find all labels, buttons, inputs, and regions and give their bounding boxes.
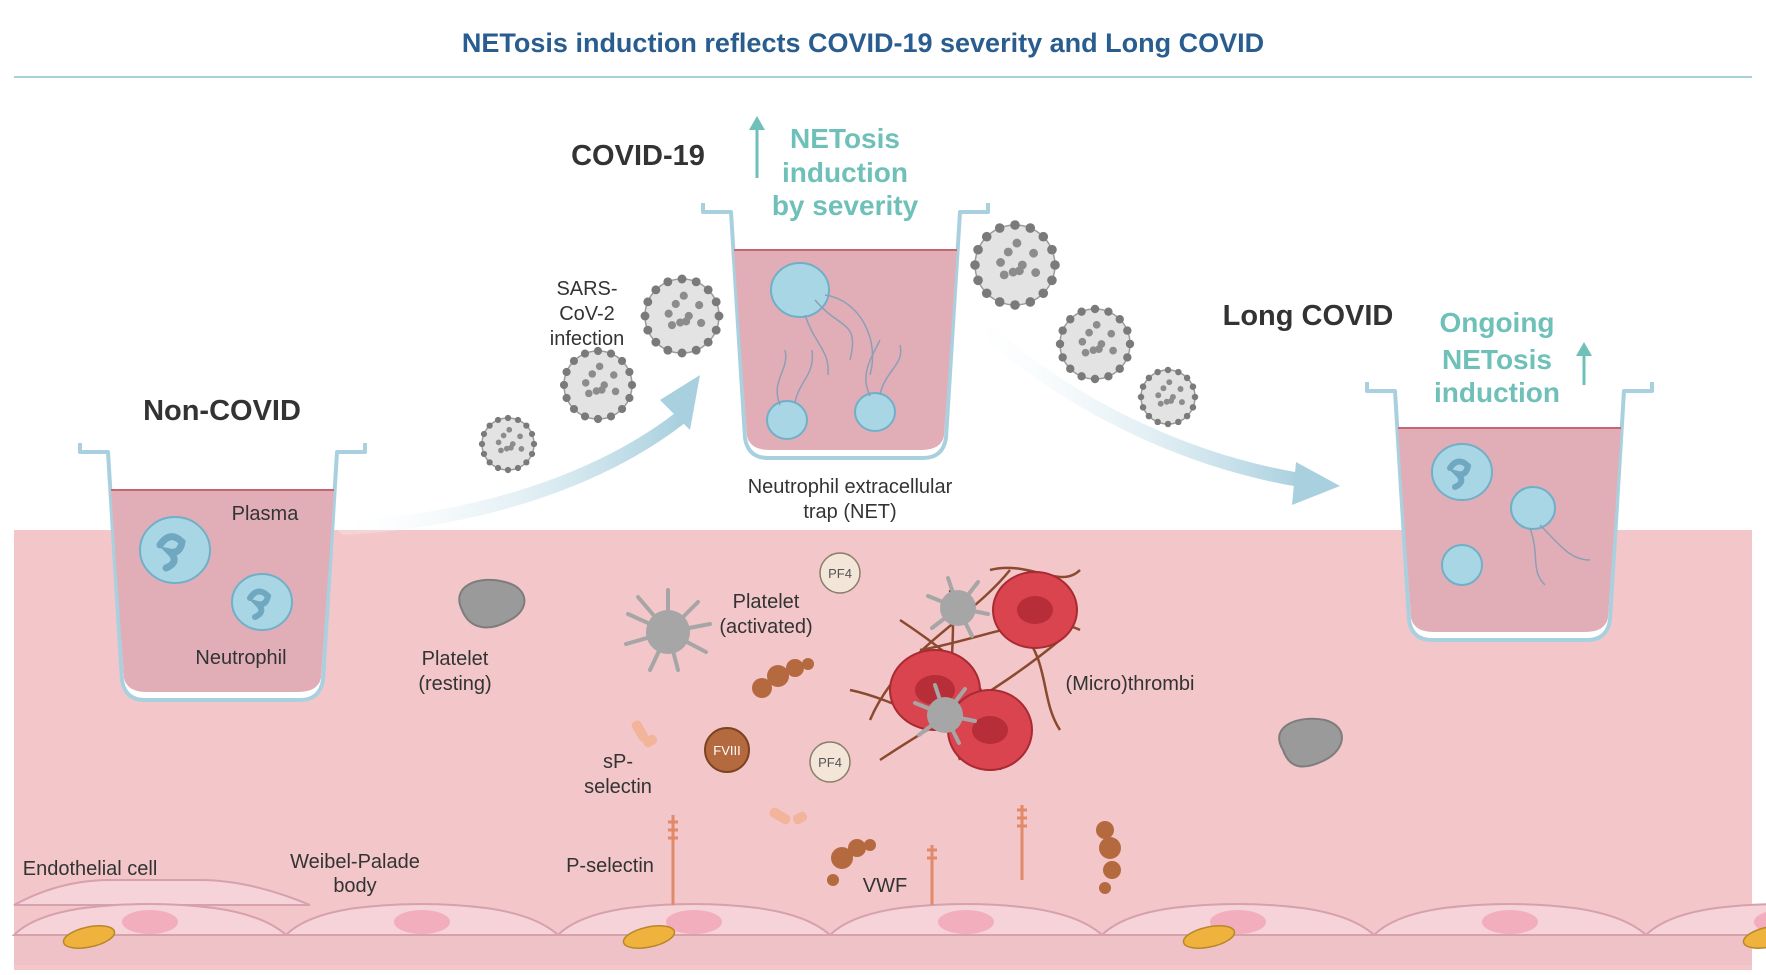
sp-selectin-line-1: sP- [603,751,633,773]
endothelium [13,878,1752,965]
arrow-to-long-covid [968,313,1307,487]
virus-particle [559,346,637,424]
long-covid-tube [1365,382,1654,642]
virus-particle [970,220,1060,310]
weibel-palade-line-2: body [333,875,376,897]
endothelial-cell [1099,903,1377,949]
neutrophil-net [766,400,808,440]
long-covid-netosis-line-1: Ongoing [1439,307,1554,338]
infection-label-line-3: infection [550,328,625,350]
pf4-molecule [809,741,851,783]
sars-cov-2-particles [478,220,1199,474]
neutrophil-cell [1441,544,1483,586]
covid-tube [701,203,990,460]
infection-label-line-1: SARS- [556,278,617,300]
weibel-palade-body [62,925,116,949]
covid-netosis-line-1: NETosis [790,123,900,154]
infection-label-line-2: CoV-2 [559,303,615,325]
sp-selectin-molecule [769,807,808,825]
sp-selectin-molecule [631,720,658,748]
covid-up-arrow [749,116,765,178]
figure-title: NETosis induction reflects COVID-19 seve… [462,28,1264,58]
neutrophil-label: Neutrophil [195,647,286,669]
plasma-label: Plasma [232,503,300,525]
non-covid-tube [78,443,367,702]
non-covid-label: Non-COVID [143,395,301,427]
endothelial-cell [1643,903,1766,949]
weibel-palade-body [622,925,676,949]
endothelial-cells [11,903,1766,949]
arrow-to-covid-head [660,375,700,430]
neutrophil-net [854,392,896,432]
net-label-line-2: trap (NET) [803,501,896,523]
neutrophil-net [1510,486,1556,530]
virus-particle [478,414,538,474]
microthrombus [849,566,1081,771]
vwf-anchored [827,821,1121,894]
weibel-palade-body [1182,925,1236,949]
arrow-to-covid [338,411,687,535]
weibel-palade-line-1: Weibel-Palade [290,851,420,873]
platelet-activated-line-1: Platelet [733,591,800,613]
pf4-label: PF4 [828,566,852,581]
platelet-resting-line-1: Platelet [422,648,489,670]
platelet-activated [624,588,712,672]
fviii-molecule [704,727,750,773]
sp-selectin-line-2: selectin [584,776,652,798]
long-covid-up-arrow [1576,342,1592,385]
virus-particle [1055,304,1135,384]
endothelial-cell-label: Endothelial cell [23,858,158,880]
endothelial-cell [555,903,833,949]
endothelial-cell [283,903,561,936]
vwf-label: VWF [863,875,907,897]
endothelial-cell [827,903,1105,936]
endothelial-cell [11,903,289,949]
platelet-resting [458,578,526,629]
net-label-line-1: Neutrophil extracellular [748,476,953,498]
virus-particle [640,274,724,358]
arrow-to-long-covid-head [1292,462,1340,505]
vwf-chain [752,658,814,698]
pf4-molecule [819,552,861,594]
pf4-label: PF4 [818,755,842,770]
neutrophil-net [770,262,830,318]
endothelial-cell [1371,903,1649,936]
long-covid-netosis-line-2: NETosis [1442,344,1552,375]
platelet-activated-line-2: (activated) [719,616,812,638]
p-selectin-label: P-selectin [566,855,654,877]
long-covid-label: Long COVID [1223,300,1394,332]
microthrombi-label: (Micro)thrombi [1066,673,1195,695]
p-selectin-anchored [668,805,1027,905]
covid-netosis-line-3: by severity [772,190,919,221]
covid-label: COVID-19 [571,140,705,172]
virus-particle [1137,366,1199,428]
platelet-resting [1278,717,1343,768]
covid-netosis-line-2: induction [782,157,908,188]
platelet-resting-line-2: (resting) [418,673,491,695]
weibel-palade-body [1742,925,1766,949]
long-covid-netosis-line-3: induction [1434,377,1560,408]
fviii-label: FVIII [713,743,740,758]
